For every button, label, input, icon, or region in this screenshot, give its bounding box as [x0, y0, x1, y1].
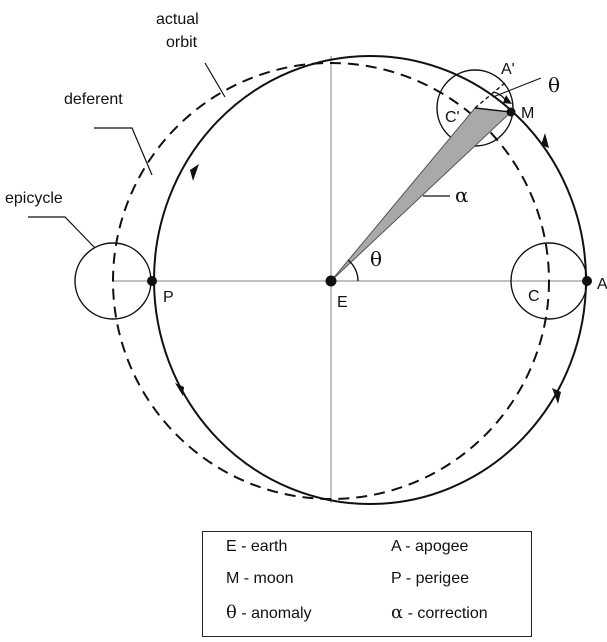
moon-label: M [521, 105, 534, 122]
deferent-label: deferent [64, 91, 123, 108]
legend-text: - perigee [405, 570, 469, 587]
earth-label: E [337, 294, 348, 311]
legend-symbol: A [391, 538, 401, 555]
actual-orbit-label-line1: actual [156, 11, 199, 28]
alpha-label: α [455, 183, 469, 207]
theta-pointer-line [492, 77, 542, 98]
legend-symbol: M [226, 570, 240, 587]
epicycle-center-label: C [528, 288, 540, 305]
legend-text: - moon [243, 570, 294, 587]
orbit-arrow-upper-right [541, 133, 549, 148]
orbit-arrow-lower-right [552, 388, 561, 404]
earth-dot [325, 275, 337, 287]
theta-epicycle-label: θ [548, 73, 560, 97]
legend-text: - anomaly [241, 605, 312, 622]
legend-row: θ - anomaly α - correction [203, 602, 531, 628]
epicycle-leader [28, 216, 96, 249]
orbit-arrow-upper-left [190, 164, 199, 181]
legend-text: - earth [241, 538, 288, 555]
actual-orbit-leader [204, 62, 226, 98]
perigee-label: P [163, 289, 174, 306]
apogee-label: A [597, 276, 607, 293]
legend-symbol: α [391, 602, 404, 623]
moved-center-label: C' [445, 109, 460, 126]
theta-arc-arrowhead [503, 95, 512, 104]
legend-item-apogee: A - apogee [391, 538, 468, 556]
moved-apogee-label: A' [501, 61, 515, 78]
legend-row: M - moon P - perigee [203, 570, 531, 596]
epicycle-label: epicycle [5, 190, 63, 207]
legend-box: E - earth A - apogee M - moon P - perige… [202, 531, 532, 637]
correction-wedge [330, 107, 513, 282]
perigee-dot [147, 276, 157, 286]
theta-center-label: θ [370, 247, 382, 271]
legend-text: - correction [407, 605, 488, 622]
legend-item-perigee: P - perigee [391, 570, 469, 588]
moon-dot [506, 107, 516, 117]
legend-row: E - earth A - apogee [203, 538, 531, 564]
legend-symbol: P [391, 570, 402, 587]
orbit-arrow-lower-left [175, 383, 184, 396]
legend-item-earth: E - earth [226, 538, 287, 556]
legend-item-correction: α - correction [391, 602, 488, 623]
apogee-dot [582, 276, 592, 286]
legend-symbol: θ [226, 602, 237, 623]
legend-item-anomaly: θ - anomaly [226, 602, 312, 623]
legend-symbol: E [226, 538, 237, 555]
theta-arc-center [347, 259, 359, 282]
actual-orbit-label-line2: orbit [166, 34, 198, 51]
deferent-leader [94, 127, 153, 176]
legend-item-moon: M - moon [226, 570, 294, 588]
actual-orbit [153, 55, 587, 505]
epicycle-radius-to-moon [474, 107, 512, 113]
deferent-circle [112, 62, 550, 500]
legend-text: - apogee [405, 538, 469, 555]
